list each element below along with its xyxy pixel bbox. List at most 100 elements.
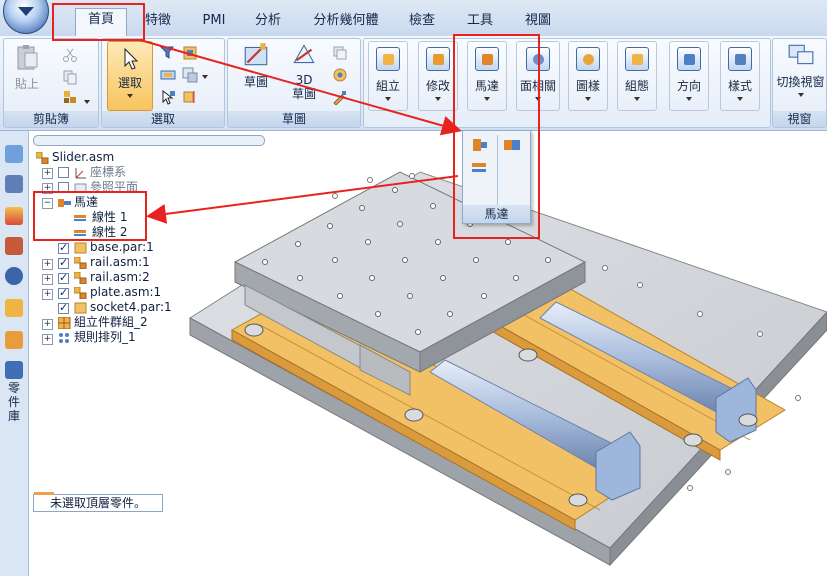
parts-stack-icon[interactable]	[5, 299, 23, 317]
tab-home[interactable]: 首頁	[75, 8, 127, 37]
orient-button[interactable]: 方向	[669, 41, 709, 111]
subassembly-icon	[74, 272, 87, 284]
3d-sketch-button[interactable]: 3D 草圖	[284, 41, 324, 101]
tab-pmi[interactable]: PMI	[202, 13, 226, 28]
visibility-checkbox[interactable]	[58, 256, 69, 269]
copy-icon[interactable]	[62, 69, 78, 85]
linear-motor-tool-icon[interactable]	[471, 161, 489, 175]
visibility-checkbox[interactable]	[58, 301, 69, 314]
motor-settings-icon[interactable]	[503, 137, 521, 153]
people-icon[interactable]	[5, 175, 23, 193]
parts-library-tab[interactable]: 零件庫	[8, 381, 21, 423]
select-mode-dropdown-icon[interactable]	[202, 75, 208, 79]
paste-button[interactable]: 貼上	[10, 41, 44, 92]
layers-icon[interactable]	[5, 145, 23, 163]
expand-toggle[interactable]: +	[42, 183, 53, 194]
pane-scroll-handle[interactable]	[33, 135, 265, 146]
sketch-copy-icon[interactable]	[332, 45, 348, 61]
application-button[interactable]	[3, 0, 49, 34]
expand-toggle[interactable]: +	[42, 334, 53, 345]
tree-item-rail-2[interactable]: rail.asm:2	[90, 270, 150, 284]
tab-features[interactable]: 特徵	[144, 13, 171, 28]
select-face-icon[interactable]	[182, 67, 198, 83]
tab-analysis-geometry[interactable]: 分析幾何體	[313, 13, 379, 28]
3d-model-view[interactable]	[170, 150, 827, 576]
config-button[interactable]: 組態	[617, 41, 657, 111]
assembly-group-icon	[58, 317, 71, 329]
rotary-motor-icon[interactable]	[471, 137, 489, 153]
select-tool-icon[interactable]	[160, 89, 176, 105]
modify-icon	[426, 47, 450, 71]
clipboard-group: 貼上 剪貼簿	[3, 38, 99, 128]
sketch-pen-icon[interactable]	[332, 89, 348, 105]
linear-motor-icon	[74, 215, 86, 221]
palette-icon[interactable]	[5, 237, 23, 255]
assemble-dropdown-icon	[385, 97, 391, 101]
style-button[interactable]: 樣式	[720, 41, 760, 111]
select-group: 選取 選取	[101, 38, 225, 128]
visibility-checkbox[interactable]	[58, 286, 69, 299]
gear-icon[interactable]	[5, 267, 23, 285]
motor-dropdown-label: 馬達	[463, 205, 530, 223]
tree-item-assembly-group[interactable]: 組立件群組_2	[74, 315, 148, 329]
tree-item-plate[interactable]: plate.asm:1	[90, 285, 162, 299]
config-dropdown-icon	[634, 97, 640, 101]
socket-bolts	[244, 323, 758, 507]
motor-command-highlight-box	[453, 34, 540, 239]
expand-toggle[interactable]: +	[42, 289, 53, 300]
tab-tools[interactable]: 工具	[466, 13, 493, 28]
tree-root[interactable]: Slider.asm	[36, 150, 114, 165]
motor-button[interactable]: 馬達	[467, 41, 507, 111]
visibility-checkbox[interactable]	[58, 271, 69, 284]
tree-item-motors[interactable]: 馬達	[74, 195, 99, 209]
paint-format-icon[interactable]	[62, 89, 78, 105]
expand-toggle[interactable]: +	[42, 274, 53, 285]
tab-inspect[interactable]: 檢查	[408, 13, 435, 28]
style-icon	[728, 47, 752, 71]
tree-item-pattern[interactable]: 規則排列_1	[74, 330, 136, 344]
library-icon[interactable]	[5, 361, 23, 379]
tree-item-coordinate-system[interactable]: 座標系	[90, 165, 127, 179]
expand-toggle[interactable]: +	[42, 259, 53, 270]
visibility-checkbox[interactable]	[58, 241, 69, 254]
switch-window-button[interactable]: 切換視窗	[774, 41, 827, 97]
tree-item-base-part[interactable]: base.par:1	[90, 240, 154, 254]
subassembly-icon	[74, 287, 87, 299]
select-button[interactable]: 選取	[107, 41, 153, 111]
paint-format-dropdown-icon[interactable]	[84, 100, 90, 104]
tab-view[interactable]: 視圖	[524, 13, 551, 28]
left-tool-strip: 零件庫	[0, 131, 29, 576]
motor-dropdown-panel: 馬達	[462, 130, 531, 224]
tab-analysis[interactable]: 分析	[254, 13, 281, 28]
select-box-icon[interactable]	[182, 45, 198, 61]
collapse-toggle[interactable]: −	[42, 198, 53, 209]
tree-item-reference-planes[interactable]: 參照平面	[90, 180, 139, 194]
pointer-icon	[124, 47, 139, 70]
expand-toggle[interactable]: +	[42, 168, 53, 179]
select-dimension-icon[interactable]	[182, 89, 198, 105]
select-part-icon[interactable]	[160, 67, 176, 83]
sketch-button[interactable]: 草圖	[236, 41, 276, 90]
app-menu-icon	[18, 7, 34, 16]
part-icon	[74, 302, 87, 314]
clipboard-group-label: 剪貼簿	[4, 111, 98, 127]
carriage-plate	[233, 171, 587, 396]
pattern-dropdown-icon	[585, 97, 591, 101]
cut-icon[interactable]	[62, 47, 78, 63]
sketch-project-icon[interactable]	[332, 67, 348, 83]
tree-item-linear-2[interactable]: 線性 2	[92, 225, 128, 239]
tree-item-rail-1[interactable]: rail.asm:1	[90, 255, 150, 269]
window-group: 切換視窗 視窗	[772, 38, 827, 128]
assemble-button[interactable]: 組立	[368, 41, 408, 111]
visibility-checkbox[interactable]	[58, 167, 69, 178]
tree-item-socket[interactable]: socket4.par:1	[90, 300, 172, 314]
color-map-icon[interactable]	[5, 207, 23, 225]
pattern-button[interactable]: 圖樣	[568, 41, 608, 111]
expand-toggle[interactable]: +	[42, 319, 53, 330]
part-icon	[74, 242, 87, 254]
tree-item-linear-1[interactable]: 線性 1	[92, 210, 128, 224]
filter-icon[interactable]	[160, 45, 176, 61]
modify-button[interactable]: 修改	[418, 41, 458, 111]
documents-icon[interactable]	[5, 331, 23, 349]
orient-icon	[677, 47, 701, 71]
